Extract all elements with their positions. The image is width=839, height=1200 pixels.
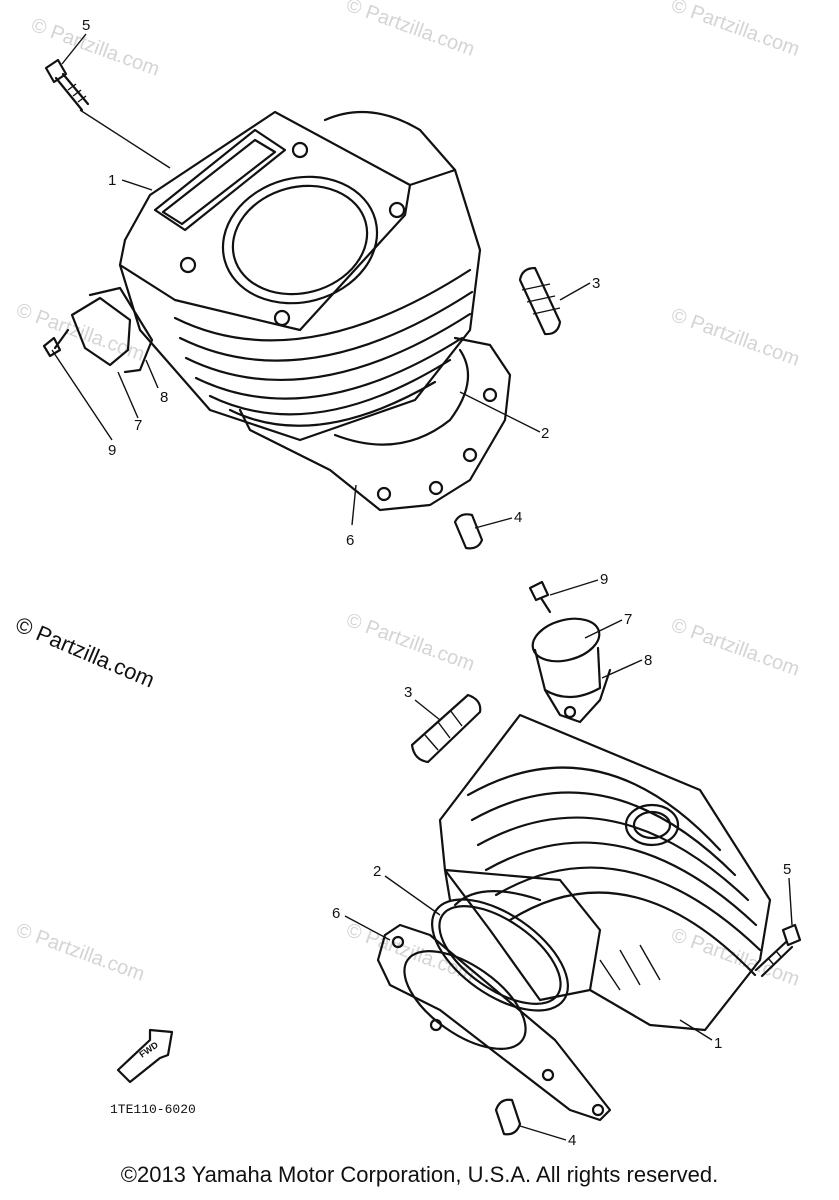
callout-3: 3 xyxy=(592,275,600,292)
cylinder-block-bottom xyxy=(438,713,772,1032)
callout-6: 6 xyxy=(332,905,340,922)
bolt-small-top xyxy=(42,328,70,358)
dowel-short-top xyxy=(453,513,484,550)
watermark: © Partzilla.com xyxy=(668,304,802,371)
dowel-pin-bottom xyxy=(410,693,482,764)
watermark: © Partzilla.com xyxy=(343,609,477,676)
top-assembly: 5 1 3 2 4 6 7 8 9 xyxy=(42,17,600,550)
diagram-code: 1TE110-6020 xyxy=(110,1102,196,1117)
dowel-pin-top xyxy=(518,266,562,336)
callout-2: 2 xyxy=(541,425,549,442)
callout-9: 9 xyxy=(600,571,608,588)
fwd-arrow-icon: FWD xyxy=(116,1028,174,1084)
watermark: © Partzilla.com xyxy=(668,614,802,681)
callout-4: 4 xyxy=(514,509,522,526)
callout-8: 8 xyxy=(160,389,168,406)
callout-9: 9 xyxy=(108,442,116,459)
callout-7: 7 xyxy=(134,417,142,434)
bolt-top xyxy=(44,58,90,112)
callout-5: 5 xyxy=(82,17,90,34)
watermark: © Partzilla.com xyxy=(343,0,477,61)
o-ring-bottom xyxy=(431,898,569,1012)
watermark: © Partzilla.com xyxy=(13,919,147,986)
bolt-bottom xyxy=(754,923,802,978)
copyright-notice: ©2013 Yamaha Motor Corporation, U.S.A. A… xyxy=(120,1162,719,1187)
callout-3: 3 xyxy=(404,684,412,701)
callout-2: 2 xyxy=(373,863,381,880)
cover-top xyxy=(70,286,154,374)
cylinder-block-top xyxy=(118,110,512,512)
callout-5: 5 xyxy=(783,861,791,878)
dowel-short-bottom xyxy=(494,1098,522,1136)
cover-bottom xyxy=(531,617,612,724)
bolt-small-bottom xyxy=(528,580,552,614)
base-gasket-bottom xyxy=(376,923,612,1122)
callout-1: 1 xyxy=(714,1035,722,1052)
watermarks: © Partzilla.com © Partzilla.com © Partzi… xyxy=(13,0,802,991)
partzilla-watermark: © Partzilla.com xyxy=(12,612,158,693)
callout-1: 1 xyxy=(108,172,116,189)
watermark: © Partzilla.com xyxy=(668,0,802,61)
fwd-label: FWD xyxy=(137,1039,160,1059)
bottom-assembly: FWD 9 7 8 3 2 6 5 1 4 xyxy=(116,571,802,1149)
callout-4: 4 xyxy=(568,1132,576,1149)
callout-6: 6 xyxy=(346,532,354,549)
callout-7: 7 xyxy=(624,611,632,628)
callout-8: 8 xyxy=(644,652,652,669)
